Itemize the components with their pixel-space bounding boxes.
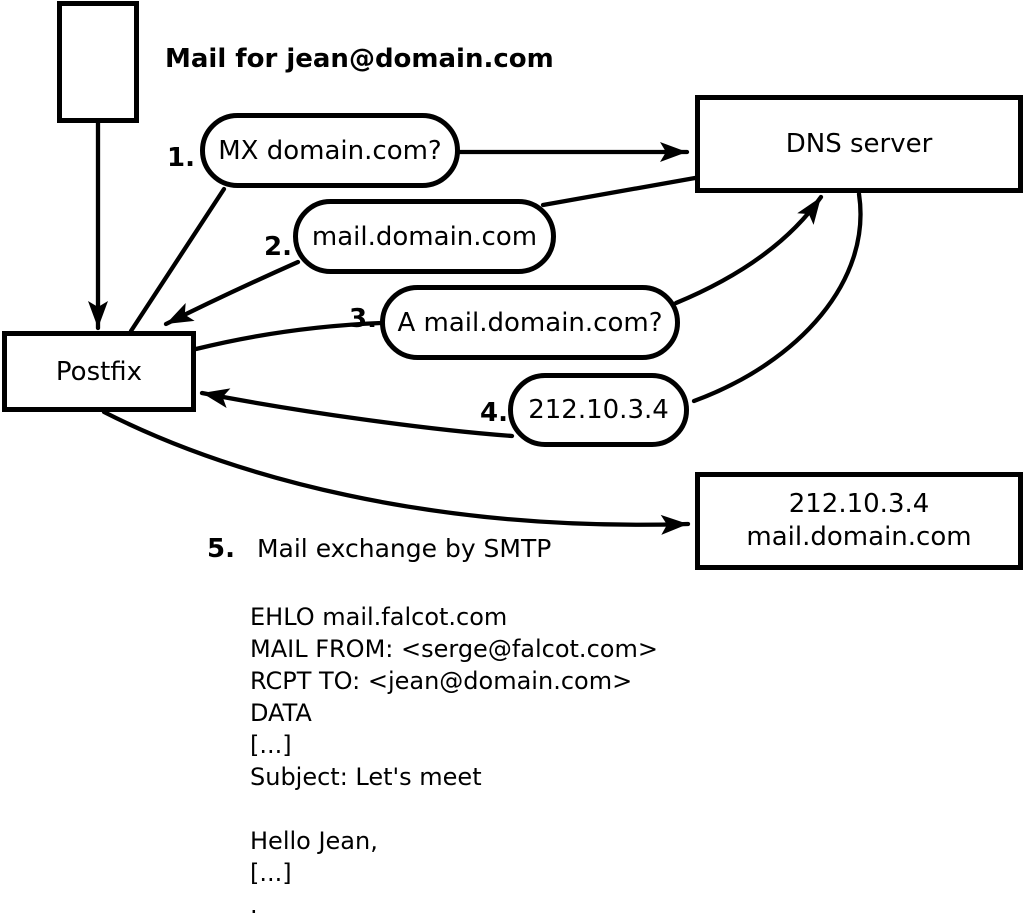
mail-for-note: Mail for jean@domain.com [165, 44, 554, 74]
pill-a-response: 212.10.3.4 [508, 373, 689, 447]
postfix-node: Postfix [2, 331, 196, 412]
pill-mx-query-label: MX domain.com? [218, 135, 442, 166]
pill-mx-query: MX domain.com? [200, 113, 460, 188]
arrow-pill3-to-dns [673, 194, 824, 306]
line-postfix-to-pill3 [193, 320, 384, 352]
smtp-line: MAIL FROM: <serge@falcot.com> [250, 635, 658, 663]
dns-server-node: DNS server [695, 95, 1023, 193]
pill-a-query: A mail.domain.com? [380, 285, 680, 360]
smtp-line-terminator: . [250, 891, 258, 919]
pill-a-response-label: 212.10.3.4 [528, 395, 669, 425]
smtp-line: EHLO mail.falcot.com [250, 603, 508, 631]
arrow-pill4-to-postfix [199, 388, 515, 439]
arrow-postfix-to-mailserver [101, 409, 691, 535]
step-number-4: 4. [480, 398, 508, 428]
mail-message-box [57, 1, 139, 123]
mail-server-node: 212.10.3.4 mail.domain.com [695, 472, 1023, 570]
smtp-line: Subject: Let's meet [250, 763, 482, 791]
smtp-line: [...] [250, 859, 292, 887]
mail-server-ip: 212.10.3.4 [788, 489, 930, 519]
pill-a-query-label: A mail.domain.com? [397, 307, 663, 338]
arrow-pill2-to-postfix [163, 259, 301, 327]
smtp-line: [...] [250, 731, 292, 759]
step-number-2: 2. [264, 232, 292, 262]
dns-server-label: DNS server [785, 129, 933, 159]
step-number-5: 5. [207, 534, 235, 564]
pill-mx-response-label: mail.domain.com [311, 221, 538, 252]
mail-server-hostname: mail.domain.com [746, 522, 972, 552]
smtp-line-blank [250, 793, 658, 825]
step-5-label: Mail exchange by SMTP [256, 534, 552, 563]
step-number-1: 1. [167, 143, 195, 173]
line-dns-to-pill4 [691, 191, 863, 404]
smtp-transcript: EHLO mail.falcot.com MAIL FROM: <serge@f… [250, 601, 658, 919]
pill-mx-response: mail.domain.com [293, 199, 556, 274]
postfix-label: Postfix [55, 356, 143, 387]
smtp-line: Hello Jean, [250, 827, 378, 855]
line-dns-to-pill2 [540, 175, 698, 208]
smtp-line: DATA [250, 699, 312, 727]
step-5-caption: 5. Mail exchange by SMTP [207, 534, 551, 564]
smtp-line: RCPT TO: <jean@domain.com> [250, 667, 633, 695]
line-postfix-to-pill1 [128, 186, 227, 334]
step-number-3: 3. [349, 304, 377, 334]
